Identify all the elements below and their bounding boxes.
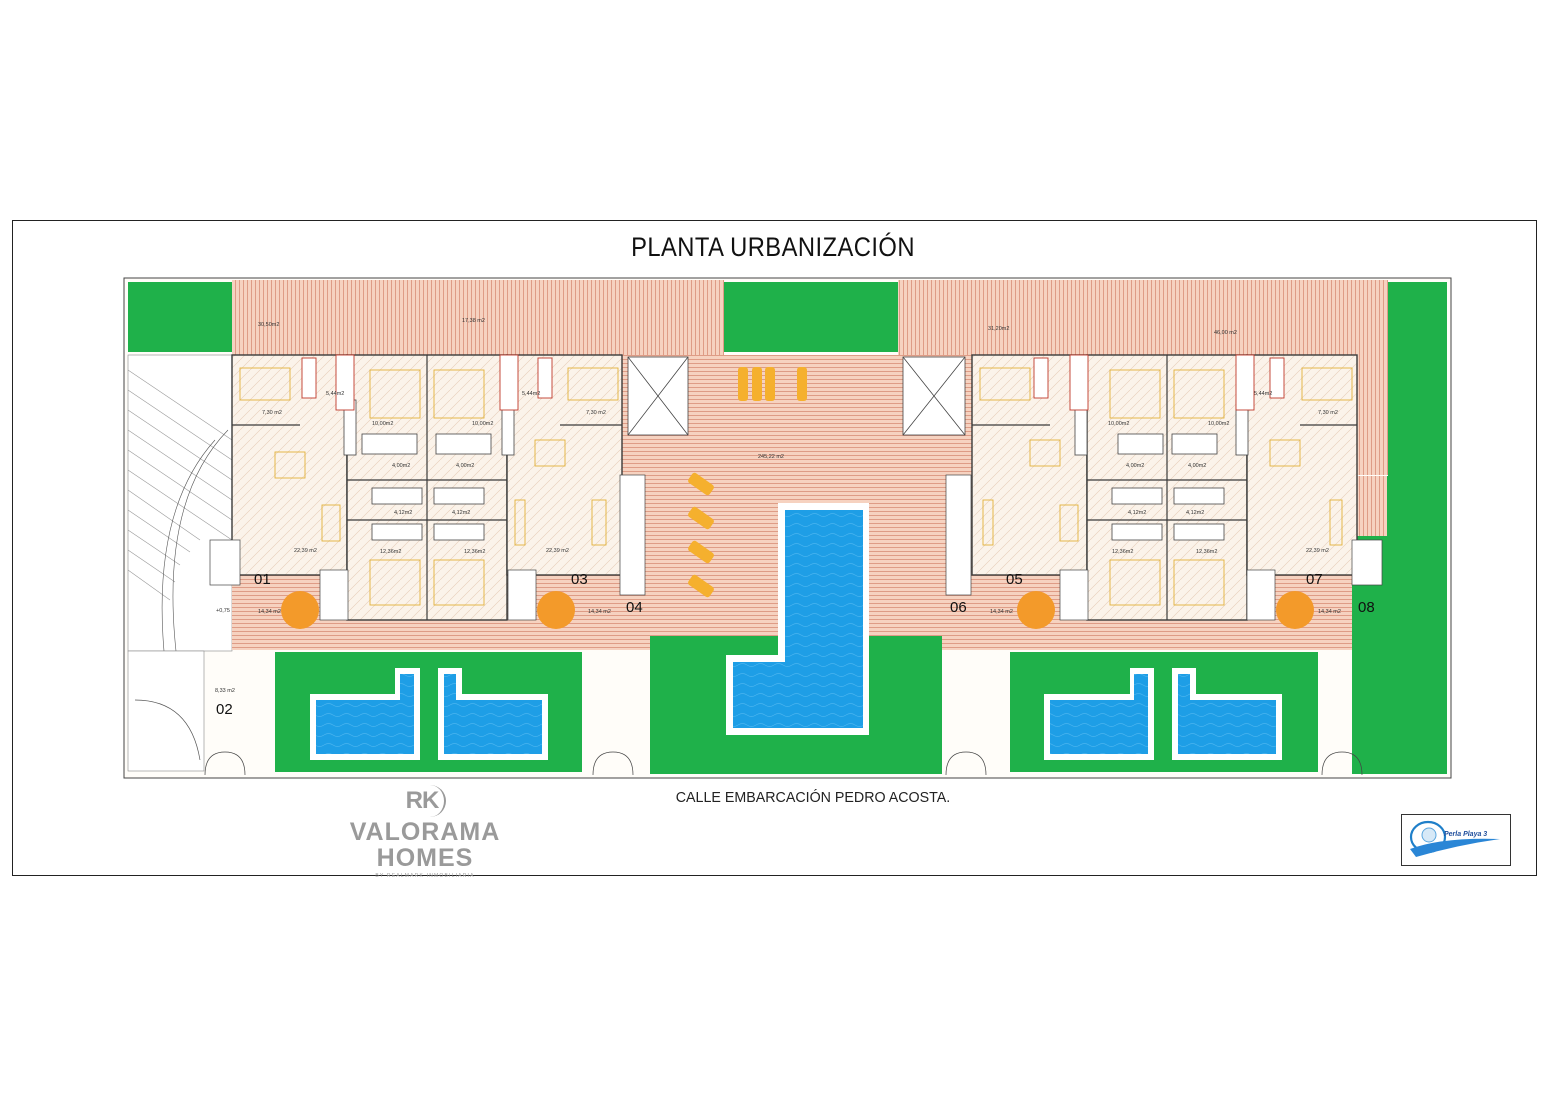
side-deck-right xyxy=(1352,355,1388,475)
unit-label-08: 08 xyxy=(1358,599,1375,616)
area-bedroom-second-d: 12,36m2 xyxy=(1196,549,1217,555)
area-bedroom-second-c: 12,36m2 xyxy=(1112,549,1133,555)
street-name: CALLE EMBARCACIÓN PEDRO ACOSTA. xyxy=(675,789,951,806)
lawn-top-left xyxy=(128,282,232,352)
area-terrace-07: 14,34 m2 xyxy=(1318,609,1341,615)
area-store-07: 5,44m2 xyxy=(1254,391,1272,397)
rear-deck-mid-right xyxy=(898,280,1028,355)
interior-walls xyxy=(232,355,1357,620)
area-living: 22,39 m2 xyxy=(294,548,317,554)
area-store: 5,44m2 xyxy=(326,391,344,397)
unit-label-07: 07 xyxy=(1306,571,1323,588)
plan-title: PLANTA URBANIZACIÓN xyxy=(631,232,915,262)
gate-swing xyxy=(134,699,201,761)
area-bedroom-main: 10,00m2 xyxy=(372,421,393,427)
ramp-hatch xyxy=(127,369,233,652)
area-top-mid: 17,38 m2 xyxy=(462,318,485,324)
entrance-gates xyxy=(204,751,1363,776)
project-logo: Perla Playa 3 xyxy=(1401,814,1511,866)
area-bedroom-main-d: 10,00m2 xyxy=(1208,421,1229,427)
area-bedroom-second: 12,36m2 xyxy=(380,549,401,555)
area-terrace: 14,34 m2 xyxy=(258,609,281,615)
area-terrace-06: 14,34 m2 xyxy=(990,609,1013,615)
area-bath-b3: 4,12m2 xyxy=(1128,510,1146,516)
area-living-03: 22,39 m2 xyxy=(546,548,569,554)
plan-frame xyxy=(12,220,1537,876)
watermark-line3: BY REALMARK INMOBILIARIA xyxy=(375,873,475,879)
unit-label-01: 01 xyxy=(254,571,271,588)
beds xyxy=(239,367,1353,606)
unit-label-04: 04 xyxy=(626,599,643,616)
level-marker: +0,75 xyxy=(216,608,230,614)
area-top-left: 30,50m2 xyxy=(258,322,279,328)
area-central: 245,22 m2 xyxy=(758,454,784,460)
pearl-wave-icon xyxy=(1409,820,1500,857)
lawn-top-right xyxy=(1388,282,1447,476)
area-top-right-b: 46,00 m2 xyxy=(1214,330,1237,336)
block-left xyxy=(231,354,623,621)
area-patio: 8,33 m2 xyxy=(215,688,235,694)
area-bath-b2: 4,12m2 xyxy=(452,510,470,516)
side-deck-right-lower xyxy=(1352,476,1387,536)
stairs xyxy=(209,474,1383,621)
area-bedroom-main-c: 10,00m2 xyxy=(1108,421,1129,427)
unit-label-03: 03 xyxy=(571,571,588,588)
rear-deck-left xyxy=(232,280,604,355)
area-bedroom-small-03: 7,30 m2 xyxy=(586,410,606,416)
rear-deck-right xyxy=(1028,280,1388,355)
area-living-07: 22,39 m2 xyxy=(1306,548,1329,554)
lawn-top-center xyxy=(724,282,898,352)
area-store-03: 5,44m2 xyxy=(522,391,540,397)
area-bedroom-small-07: 7,30 m2 xyxy=(1318,410,1338,416)
area-bath-a3: 4,00m2 xyxy=(1126,463,1144,469)
watermark-line2: HOMES xyxy=(376,844,474,872)
rear-deck-mid-left xyxy=(604,280,724,355)
area-bath-b4: 4,12m2 xyxy=(1186,510,1204,516)
sun-loungers-pool xyxy=(688,472,714,598)
kitchens xyxy=(301,354,1285,411)
area-terrace-03: 14,34 m2 xyxy=(588,609,611,615)
closets xyxy=(343,399,1249,541)
umbrellas xyxy=(281,591,1314,629)
unit-label-05: 05 xyxy=(1006,571,1023,588)
solarium xyxy=(690,355,900,439)
parking-area xyxy=(127,650,205,772)
unit-label-02: 02 xyxy=(216,701,233,718)
sun-loungers-top xyxy=(738,367,807,401)
access-ramp xyxy=(127,354,233,652)
area-bedroom-second-b: 12,36m2 xyxy=(464,549,485,555)
private-garden-left xyxy=(275,652,582,772)
area-bath-a: 4,00m2 xyxy=(392,463,410,469)
watermark-logo-mark: RK xyxy=(340,785,510,817)
area-top-right-a: 31,20m2 xyxy=(988,326,1009,332)
area-bath-a4: 4,00m2 xyxy=(1188,463,1206,469)
area-bath-a2: 4,00m2 xyxy=(456,463,474,469)
watermark-line1: VALORAMA xyxy=(349,818,501,846)
central-pool xyxy=(733,510,863,728)
area-bath-b: 4,12m2 xyxy=(394,510,412,516)
private-garden-right xyxy=(1010,652,1318,772)
watermark: RK VALORAMA HOMES BY REALMARK INMOBILIAR… xyxy=(340,785,510,879)
area-bedroom-small: 7,30 m2 xyxy=(262,410,282,416)
skylights xyxy=(627,356,966,436)
unit-label-06: 06 xyxy=(950,599,967,616)
logo-text: Perla Playa 3 xyxy=(1444,831,1488,838)
area-bedroom-main-b: 10,00m2 xyxy=(472,421,493,427)
living-furniture xyxy=(274,439,1343,546)
